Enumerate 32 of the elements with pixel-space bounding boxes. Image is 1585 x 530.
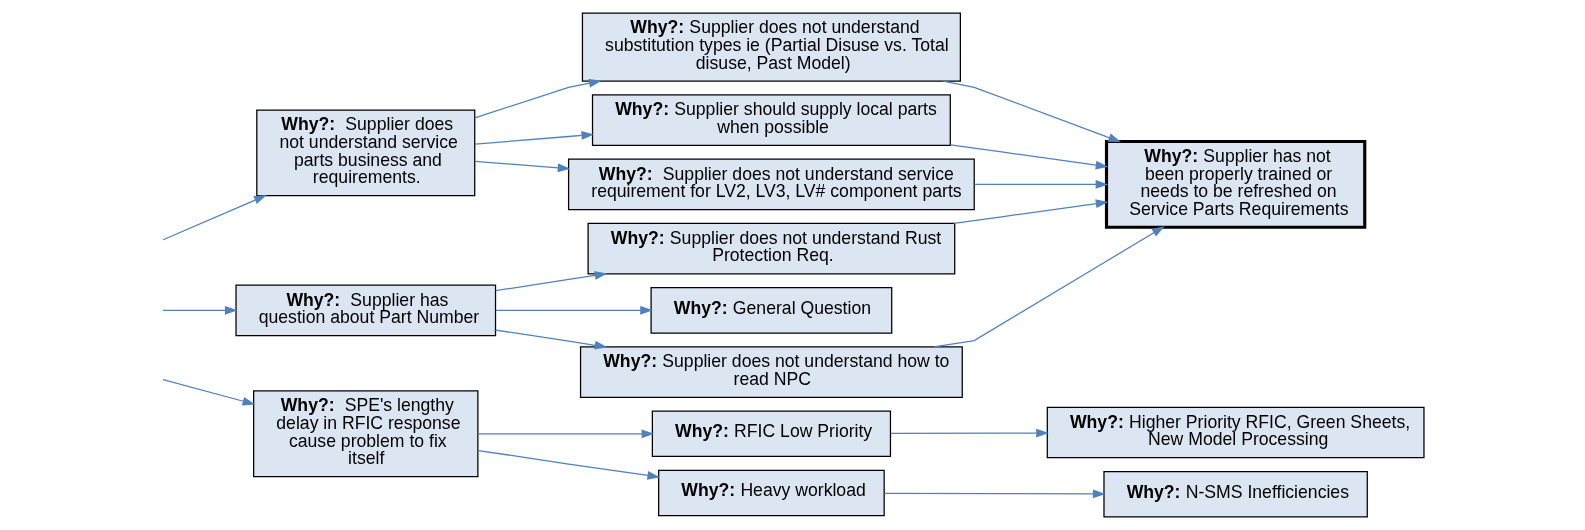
arrow	[161, 195, 267, 241]
node-box: Why?: Supplier should supply local parts when possible	[591, 94, 951, 146]
arrow	[161, 305, 238, 315]
arrow	[494, 329, 607, 350]
arrow	[477, 449, 660, 480]
arrow	[949, 144, 1108, 170]
node-box: Why?: Heavy workload	[657, 469, 885, 517]
arrow	[161, 379, 255, 406]
node-box: Why?: Supplier does not understand how to read NPC	[579, 346, 963, 398]
node-box: Why?: General Question	[649, 287, 892, 334]
node-box: Why?: Supplier does not understand service parts business and requirements.	[255, 109, 475, 197]
arrow	[942, 80, 1121, 143]
arrow	[889, 428, 1049, 438]
arrow	[477, 429, 654, 439]
node-box: Why?: Supplier has not been properly trained or needs to be refreshed on Service Parts Requirements	[1104, 139, 1366, 229]
arrow	[973, 179, 1108, 189]
arrow	[473, 78, 601, 119]
node-box: Why?: Supplier does not understand Rust Protection Req.	[587, 222, 955, 275]
arrow	[932, 226, 1165, 348]
arrow	[473, 160, 570, 173]
node-box: Why?: Supplier has question about Part Number	[234, 284, 496, 337]
node-box: Why?: Supplier does not understand service requirement for LV2, LV3, LV# component parts	[567, 158, 975, 211]
node-box: Why?: Supplier does not understand substitution types ie (Partial Disuse vs. Total disuse, Past Model)	[581, 12, 961, 82]
node-box: Why?: N-SMS Inefficiencies	[1102, 470, 1368, 518]
arrow	[952, 199, 1108, 225]
arrow	[883, 489, 1105, 499]
arrow	[494, 271, 607, 292]
node-box: Why?: Higher Priority RFIC, Green Sheets, New Model Processing	[1046, 406, 1425, 459]
arrow	[473, 131, 594, 145]
node-box: Why?: SPE's lengthy delay in RFIC response cause problem to fix itself	[252, 390, 478, 478]
arrow	[494, 305, 653, 315]
node-box: Why?: RFIC Low Priority	[651, 410, 891, 458]
